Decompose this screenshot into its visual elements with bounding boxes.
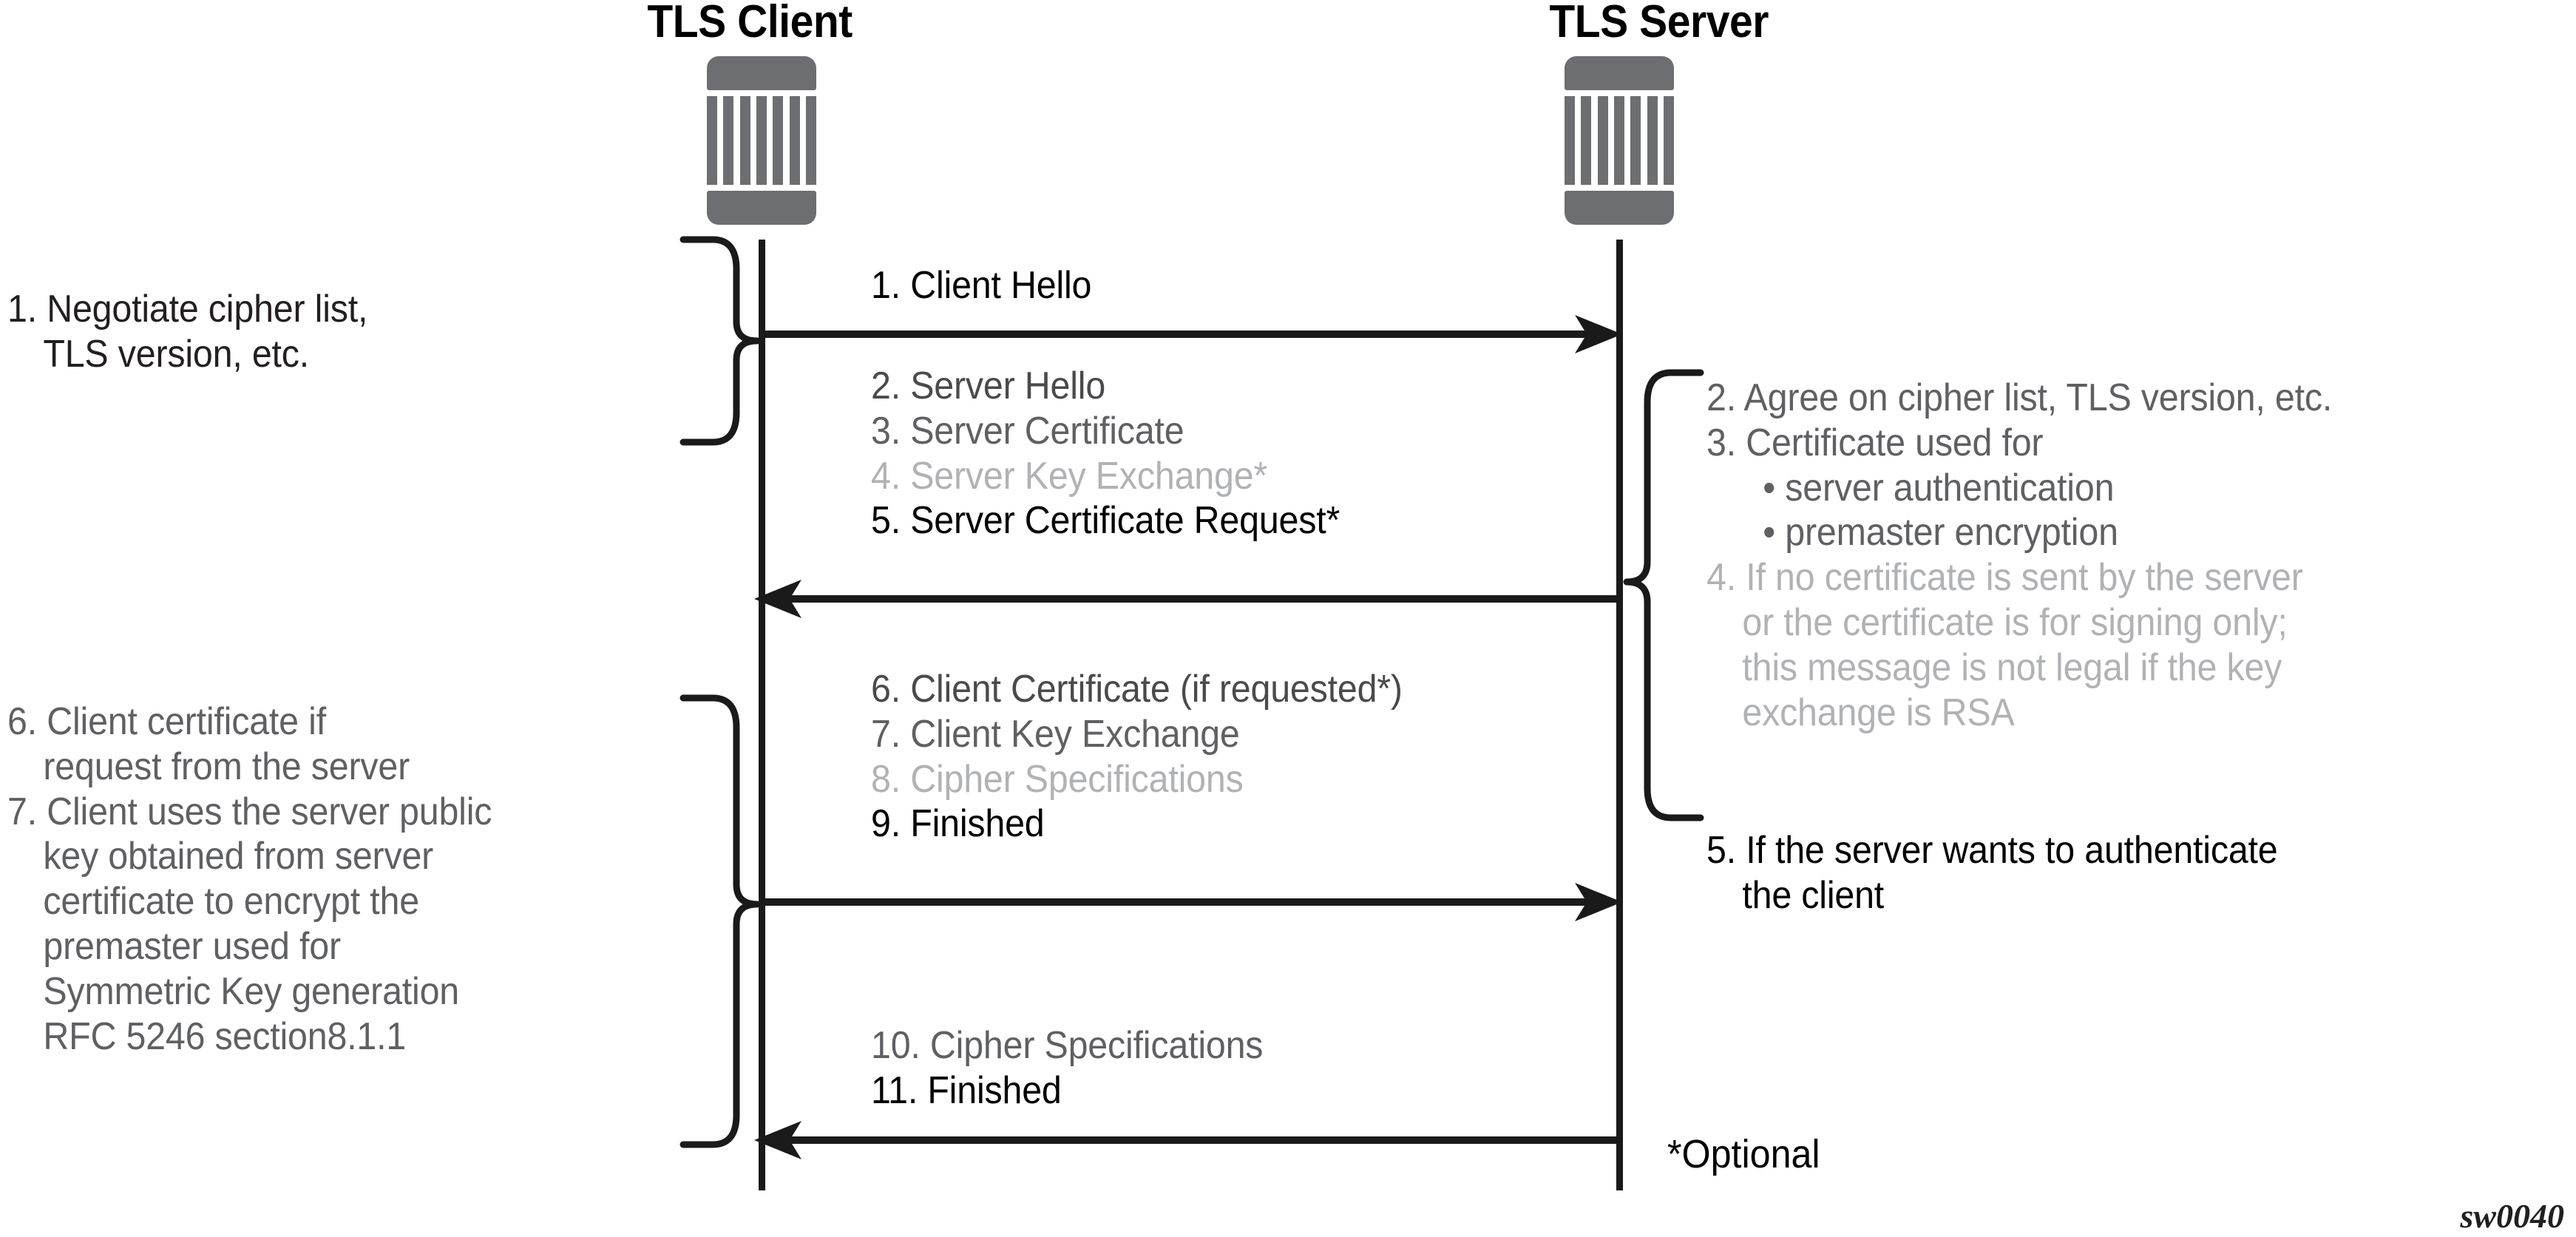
annotation-line: • server authentication <box>1763 466 2115 509</box>
message-4-labels: 10. Cipher Specifications 11. Finished <box>871 1023 1263 1114</box>
annotation-line: Symmetric Key generation <box>43 969 460 1013</box>
annotation-line: 5. If the server wants to authenticate <box>1706 829 2278 872</box>
message-line: 1. Client Hello <box>871 264 1092 307</box>
left-annotation-2: 6. Client certificate if request from th… <box>7 699 492 1060</box>
curly-brace-left-icon-1 <box>1623 368 1704 827</box>
annotation-line: premaster used for <box>43 925 341 969</box>
message-3-labels: 6. Client Certificate (if requested*) 7.… <box>871 667 1403 847</box>
message-line: 5. Server Certificate Request* <box>871 499 1340 543</box>
message-line: 7. Client Key Exchange <box>871 712 1240 756</box>
annotation-line: 4. If no certificate is sent by the serv… <box>1706 556 2303 600</box>
figure-id-label: sw0040 <box>2460 1197 2564 1235</box>
message-3-arrow-right-icon <box>760 883 1622 921</box>
client-actor-title: TLS Client <box>647 0 853 47</box>
annotation-line: request from the server <box>43 745 410 788</box>
annotation-line: • premaster encryption <box>1763 511 2118 555</box>
server-lifeline <box>1616 240 1623 1190</box>
annotation-line: 1. Negotiate cipher list, <box>7 288 368 331</box>
curly-brace-right-icon-2 <box>679 694 761 1153</box>
client-lifeline <box>759 240 765 1190</box>
message-line: 9. Finished <box>871 802 1045 846</box>
rack-bars <box>1565 96 1674 185</box>
annotation-line: this message is not legal if the key <box>1742 645 2282 689</box>
annotation-line: TLS version, etc. <box>43 332 310 376</box>
rack-bars <box>707 96 816 185</box>
rack-bottom-cap <box>1565 191 1674 225</box>
left-annotation-1: 1. Negotiate cipher list, TLS version, e… <box>7 287 367 377</box>
annotation-line: 7. Client uses the server public <box>7 790 492 833</box>
message-1-arrow-right-icon <box>760 315 1622 353</box>
server-actor-title: TLS Server <box>1549 0 1769 47</box>
right-annotation-1: 2. Agree on cipher list, TLS version, et… <box>1706 376 2332 736</box>
message-line: 10. Cipher Specifications <box>871 1024 1264 1067</box>
server-server-rack-icon <box>1565 56 1674 225</box>
rack-top-cap <box>707 56 816 90</box>
message-line: 2. Server Hello <box>871 365 1106 407</box>
annotation-line: 3. Certificate used for <box>1706 421 2044 464</box>
message-line: 11. Finished <box>871 1068 1062 1112</box>
annotation-line: RFC 5246 section8.1.1 <box>43 1014 407 1058</box>
rack-top-cap <box>1565 56 1674 90</box>
message-2-arrow-left-icon <box>754 580 1621 618</box>
message-4-arrow-left-icon <box>754 1121 1621 1159</box>
message-line: 8. Cipher Specifications <box>871 757 1244 801</box>
annotation-line: the client <box>1742 873 1885 917</box>
annotation-line: certificate to encrypt the <box>43 880 419 923</box>
right-annotation-2: 5. If the server wants to authenticate t… <box>1706 828 2278 918</box>
message-line: 3. Server Certificate <box>871 409 1184 453</box>
message-2-labels: 2. Server Hello 3. Server Certificate 4.… <box>871 364 1340 543</box>
annotation-line: 6. Client certificate if <box>7 700 326 743</box>
message-line: 4. Server Key Exchange* <box>871 454 1268 498</box>
annotation-line: key obtained from server <box>43 835 434 878</box>
optional-footnote: *Optional <box>1667 1132 1820 1176</box>
message-line: 6. Client Certificate (if requested*) <box>871 668 1403 711</box>
message-1-labels: 1. Client Hello <box>871 263 1091 308</box>
annotation-line: 2. Agree on cipher list, TLS version, et… <box>1706 376 2333 419</box>
annotation-line: or the certificate is for signing only; <box>1742 601 2288 645</box>
client-server-rack-icon <box>707 56 816 225</box>
annotation-line: exchange is RSA <box>1742 691 2015 734</box>
curly-brace-right-icon-1 <box>679 235 761 447</box>
rack-bottom-cap <box>707 191 816 225</box>
